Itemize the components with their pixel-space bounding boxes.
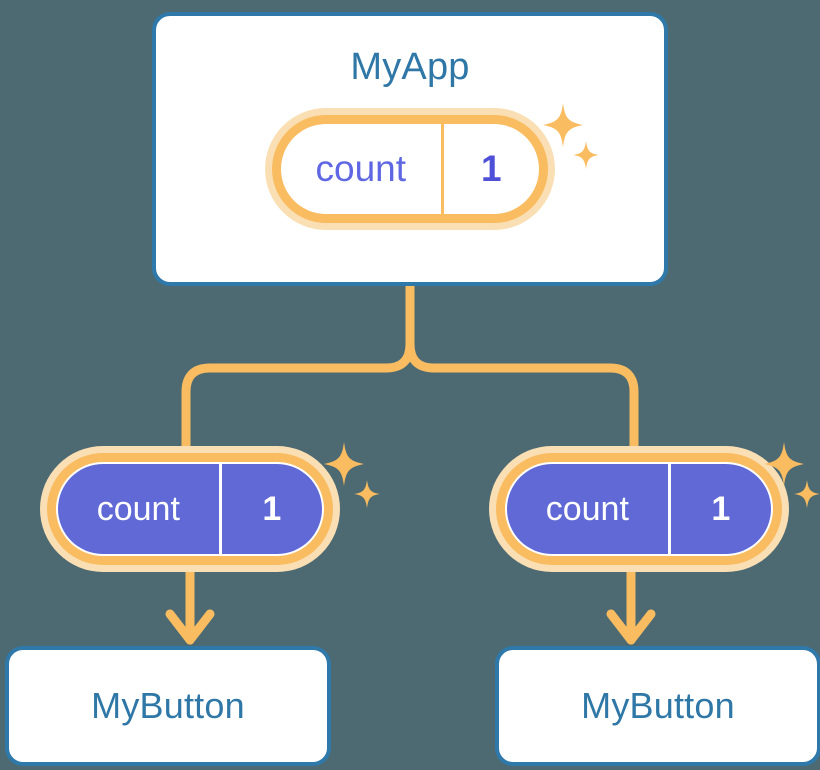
left-state-pill[interactable]: count 1 — [40, 446, 340, 572]
connector-right-arrow-head — [606, 609, 656, 645]
myapp-state-pill[interactable]: count 1 — [265, 108, 555, 230]
myapp-state-value: 1 — [480, 148, 502, 189]
mybutton-card-right-title: MyButton — [581, 685, 735, 726]
connector-left-arrow-head — [165, 609, 215, 645]
right-state-value: 1 — [670, 464, 771, 554]
left-state-key: count — [58, 464, 222, 554]
left-state-value: 1 — [221, 464, 322, 554]
right-state-key: count — [507, 464, 671, 554]
mybutton-card-right[interactable]: MyButton — [495, 646, 820, 766]
connector-root-to-branches — [181, 281, 639, 451]
right-state-pill[interactable]: count 1 — [489, 446, 789, 572]
myapp-card-title: MyApp — [350, 46, 470, 88]
myapp-state-key: count — [281, 124, 444, 214]
mybutton-card-left-title: MyButton — [91, 685, 245, 726]
mybutton-card-left[interactable]: MyButton — [5, 646, 331, 766]
